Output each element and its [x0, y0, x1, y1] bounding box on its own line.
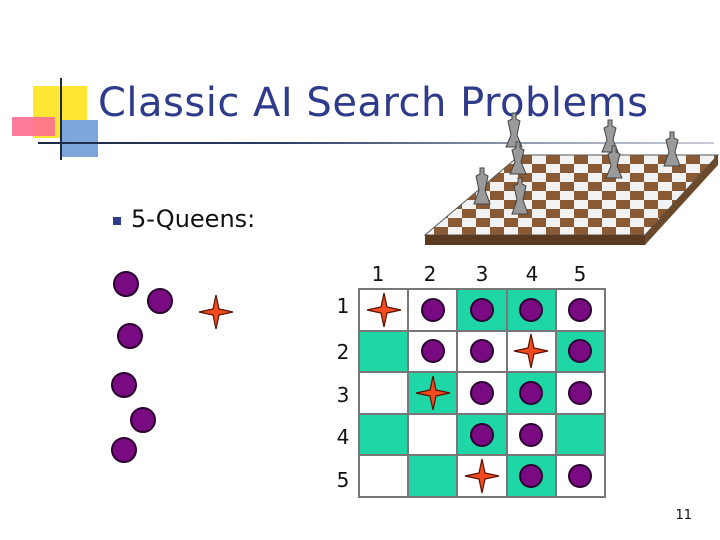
board-cell	[555, 413, 605, 456]
column-label: 3	[475, 262, 489, 286]
attacked-square-dot	[568, 297, 593, 322]
slide-title: Classic AI Search Problems	[98, 80, 649, 126]
column-label: 4	[525, 262, 539, 286]
row-label: 4	[336, 425, 350, 449]
attacked-square-dot	[568, 380, 593, 405]
board-cell	[359, 330, 409, 373]
board-cell	[408, 330, 458, 373]
column-label: 5	[573, 262, 587, 286]
board-cell	[555, 289, 605, 331]
column-label: 2	[423, 262, 437, 286]
attacked-square-dot	[420, 339, 445, 364]
queen-star-icon	[415, 375, 451, 411]
board-cell	[359, 372, 409, 414]
queen-star-icon	[513, 333, 549, 369]
loose-dot	[111, 437, 137, 463]
attacked-square-dot	[519, 297, 544, 322]
row-label: 3	[336, 383, 350, 407]
board-cell	[506, 289, 556, 331]
attacked-square-dot	[469, 297, 494, 322]
queen-star-icon	[366, 292, 402, 328]
board-cell	[359, 455, 409, 497]
board-cell	[408, 413, 458, 456]
board-cell	[408, 455, 458, 497]
board-cell	[506, 330, 556, 373]
attacked-square-dot	[568, 339, 593, 364]
board-cell	[506, 413, 556, 456]
row-label: 2	[336, 340, 350, 364]
board-cell	[555, 455, 605, 497]
loose-dot	[113, 271, 139, 297]
attacked-square-dot	[519, 380, 544, 405]
title-underline	[38, 142, 714, 144]
attacked-square-dot	[469, 380, 494, 405]
queen-star-icon	[198, 294, 234, 330]
board-cell	[555, 372, 605, 414]
attacked-square-dot	[469, 422, 494, 447]
attacked-square-dot	[420, 297, 445, 322]
row-label: 1	[336, 294, 350, 318]
title-decoration-pink	[12, 117, 55, 136]
board-cell	[457, 413, 507, 456]
column-label: 1	[371, 262, 385, 286]
board-cell	[506, 455, 556, 497]
board-cell	[408, 372, 458, 414]
bullet-marker	[113, 217, 121, 225]
chess-board-icon	[423, 112, 720, 245]
loose-dot	[130, 407, 156, 433]
attacked-square-dot	[469, 339, 494, 364]
board-cell	[408, 289, 458, 331]
board-cell	[457, 289, 507, 331]
board-cell	[457, 330, 507, 373]
attacked-square-dot	[519, 422, 544, 447]
board-cell	[457, 455, 507, 497]
title-decoration-blue	[60, 120, 98, 157]
page-number: 11	[675, 508, 692, 523]
board-cell	[359, 413, 409, 456]
board-cell	[555, 330, 605, 373]
attacked-square-dot	[568, 464, 593, 489]
queen-star-icon	[464, 458, 500, 494]
board-cell	[457, 372, 507, 414]
attacked-square-dot	[519, 464, 544, 489]
board-cell	[359, 289, 409, 331]
title-decoration-line	[60, 78, 62, 160]
row-label: 5	[336, 468, 350, 492]
loose-dot	[111, 372, 137, 398]
board-cell	[506, 372, 556, 414]
loose-dot	[147, 288, 173, 314]
board-grid	[358, 288, 606, 498]
bullet-text: 5-Queens:	[131, 205, 256, 233]
queens-board	[358, 288, 606, 498]
loose-dot	[117, 323, 143, 349]
